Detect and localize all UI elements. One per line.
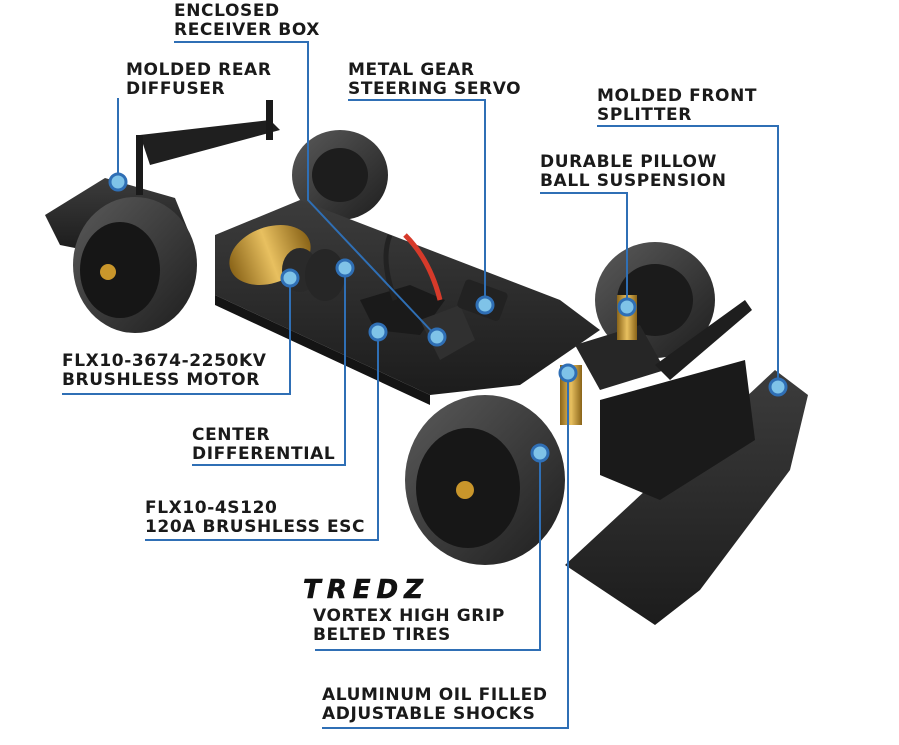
- tredz-logo-text: TREDZ: [303, 575, 429, 604]
- label-shocks: ALUMINUM OIL FILLED ADJUSTABLE SHOCKS: [322, 686, 548, 724]
- label-center-diff-line1: CENTER: [192, 425, 271, 445]
- rear-right-tire: [292, 130, 388, 220]
- label-tires-line1: VORTEX HIGH GRIP: [313, 606, 505, 626]
- label-receiver-box-line1: ENCLOSED: [174, 1, 280, 21]
- marker-front-splitter: [768, 377, 788, 397]
- label-esc: FLX10-4S120 120A BRUSHLESS ESC: [145, 499, 365, 537]
- leader-tires: [315, 453, 541, 651]
- label-steering-servo-line1: METAL GEAR: [348, 60, 475, 80]
- label-center-diff: CENTER DIFFERENTIAL: [192, 426, 335, 464]
- label-pillow-ball: DURABLE PILLOW BALL SUSPENSION: [540, 153, 727, 191]
- rear-wing-mount: [140, 120, 280, 165]
- marker-tires: [530, 443, 550, 463]
- leader-pillow-ball: [540, 192, 628, 307]
- receiver-box: [420, 305, 475, 360]
- front-shock-tower: [575, 325, 665, 390]
- label-motor-line2: BRUSHLESS MOTOR: [62, 370, 260, 390]
- label-shocks-line1: ALUMINUM OIL FILLED: [322, 685, 548, 705]
- marker-esc: [368, 322, 388, 342]
- label-steering-servo: METAL GEAR STEERING SERVO: [348, 61, 521, 99]
- label-rear-diffuser-line1: MOLDED REAR: [126, 60, 272, 80]
- marker-pillow-ball: [617, 297, 637, 317]
- front-left-tire: [405, 395, 565, 565]
- marker-shocks: [558, 363, 578, 383]
- leader-motor: [62, 278, 291, 395]
- label-rear-diffuser: MOLDED REAR DIFFUSER: [126, 61, 272, 99]
- leader-receiver-box: [174, 41, 438, 338]
- leader-esc: [145, 332, 379, 541]
- tredz-logo: TREDZ: [303, 575, 429, 604]
- label-motor-line1: FLX10-3674-2250KV: [62, 351, 267, 371]
- label-front-splitter: MOLDED FRONT SPLITTER: [597, 87, 757, 125]
- marker-motor: [280, 268, 300, 288]
- marker-receiver-box: [427, 327, 447, 347]
- label-steering-servo-line2: STEERING SERVO: [348, 79, 522, 99]
- leader-lines: [62, 41, 779, 729]
- label-front-splitter-line1: MOLDED FRONT: [597, 86, 758, 106]
- rear-left-tire: [73, 197, 197, 333]
- label-pillow-ball-line1: DURABLE PILLOW: [540, 152, 717, 172]
- label-esc-line1: FLX10-4S120: [145, 498, 278, 518]
- marker-steering-servo: [475, 295, 495, 315]
- label-motor: FLX10-3674-2250KV BRUSHLESS MOTOR: [62, 352, 266, 390]
- leader-front-splitter: [597, 125, 779, 387]
- label-pillow-ball-line2: BALL SUSPENSION: [540, 171, 727, 191]
- label-rear-diffuser-line2: DIFFUSER: [126, 79, 226, 99]
- label-receiver-box-line2: RECEIVER BOX: [174, 20, 321, 40]
- leader-center-diff: [192, 268, 346, 466]
- callout-markers: [108, 172, 788, 463]
- label-tires: VORTEX HIGH GRIP BELTED TIRES: [313, 607, 505, 645]
- label-center-diff-line2: DIFFERENTIAL: [192, 444, 336, 464]
- leader-steering-servo: [348, 99, 486, 305]
- car-illustration: [45, 100, 808, 625]
- marker-rear-diffuser: [108, 172, 128, 192]
- leader-shocks: [322, 373, 569, 729]
- label-front-splitter-line2: SPLITTER: [597, 105, 692, 125]
- marker-center-diff: [335, 258, 355, 278]
- label-tires-line2: BELTED TIRES: [313, 625, 451, 645]
- label-shocks-line2: ADJUSTABLE SHOCKS: [322, 704, 536, 724]
- label-esc-line2: 120A BRUSHLESS ESC: [145, 517, 366, 537]
- label-receiver-box: ENCLOSED RECEIVER BOX: [174, 2, 320, 40]
